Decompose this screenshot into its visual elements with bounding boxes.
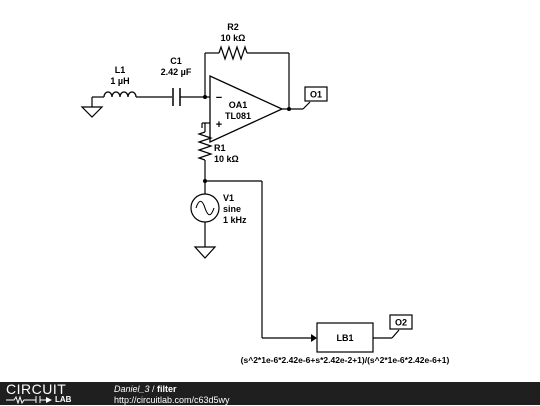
voltage-source-v1[interactable] <box>190 181 220 247</box>
opamp-plus-sign: + <box>216 119 222 131</box>
footer-title-line: Daniel_3 / filter <box>114 384 230 395</box>
inductor-l1[interactable] <box>92 91 172 98</box>
r1-value: 10 kΩ <box>214 154 239 164</box>
capacitor-c1[interactable] <box>172 88 205 106</box>
logo-text-lab: LAB <box>55 395 72 404</box>
r2-label: R2 <box>227 22 239 32</box>
v1-frequency: 1 kHz <box>223 215 247 225</box>
opamp-oa1[interactable] <box>201 74 303 144</box>
resistor-r1[interactable] <box>197 123 213 181</box>
logo-text-circuit: CIRCUIT <box>6 381 67 397</box>
r1-label: R1 <box>214 143 226 153</box>
circuitlab-logo[interactable]: CIRCUIT LAB <box>0 382 108 405</box>
resistor-r2[interactable] <box>218 45 248 61</box>
footer-bar: CIRCUIT LAB Daniel_3 / filter http://cir… <box>0 382 540 405</box>
probe-o1[interactable] <box>302 86 328 110</box>
oa1-label: OA1 <box>229 100 248 110</box>
l1-value: 1 µH <box>110 76 129 86</box>
footer-url[interactable]: http://circuitlab.com/c63d5wy <box>114 395 230 405</box>
v1-type: sine <box>223 204 241 214</box>
lb1-label: LB1 <box>336 333 353 343</box>
footer-separator: / <box>149 384 158 394</box>
o2-label: O2 <box>395 318 407 328</box>
c1-label: C1 <box>170 56 182 66</box>
l1-ground-symbol <box>80 97 104 118</box>
lb1-transfer-function: (s^2*1e-6*2.42e-6+s*2.42e-2+1)/(s^2*1e-6… <box>241 355 450 365</box>
footer-author[interactable]: Daniel_3 <box>114 384 150 394</box>
lb1-input-wire <box>205 180 317 342</box>
oa1-model: TL081 <box>225 111 251 121</box>
opamp-minus-sign: − <box>216 92 222 104</box>
v1-ground-symbol <box>193 246 217 259</box>
footer-circuit-title[interactable]: filter <box>157 384 177 394</box>
logo-wave-icon <box>6 395 52 404</box>
r2-value: 10 kΩ <box>221 33 246 43</box>
c1-value: 2.42 µF <box>161 67 192 77</box>
laplace-block-lb1[interactable] <box>316 322 392 353</box>
l1-label: L1 <box>115 65 126 75</box>
probe-o2[interactable] <box>389 314 413 339</box>
o1-label: O1 <box>310 90 322 100</box>
footer-info: Daniel_3 / filter http://circuitlab.com/… <box>114 384 230 406</box>
v1-label: V1 <box>223 193 234 203</box>
feedback-wire <box>204 52 290 109</box>
